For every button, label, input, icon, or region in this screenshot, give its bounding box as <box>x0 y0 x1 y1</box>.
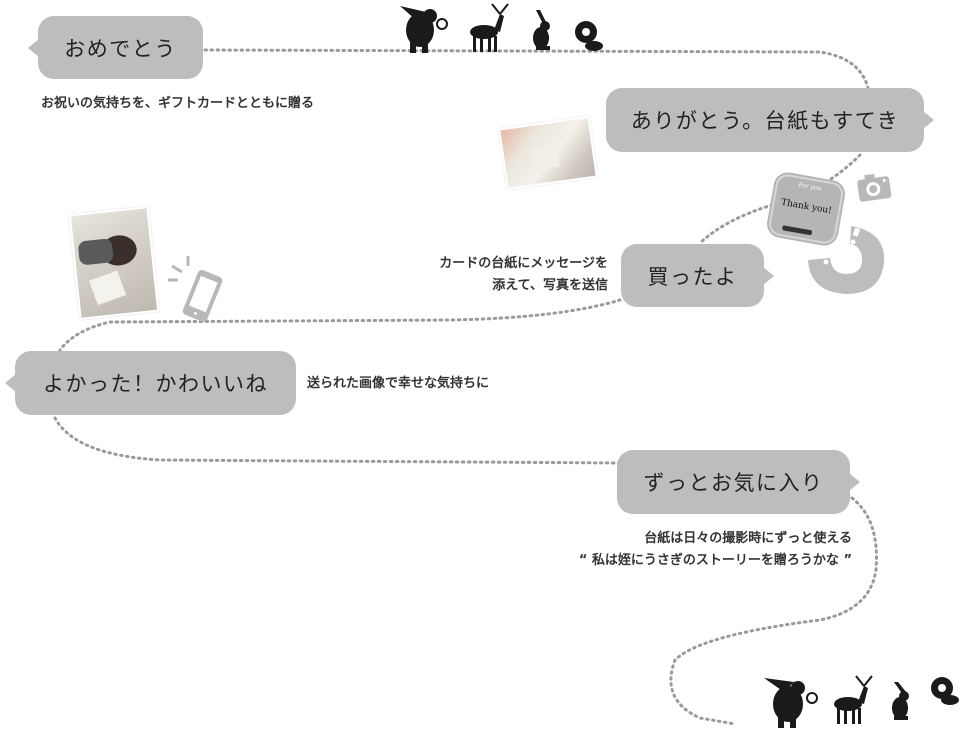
rabbit-icon <box>892 682 909 720</box>
caption-congrats: お祝いの気持ちを、ギフトカードとともに贈る <box>41 96 315 111</box>
bubble-tail <box>763 266 774 285</box>
photo-baby-wrap <box>77 238 114 266</box>
bubble-thanks: ありがとう。台紙もすてき <box>606 88 934 152</box>
bubble-text: おめでとう <box>64 36 177 61</box>
animals-parade-top <box>400 3 603 53</box>
smartphone-icon <box>168 256 223 322</box>
caption-bought: カードの台紙にメッセージを 添えて、写真を送信 <box>439 253 608 297</box>
caption-favorite-line1: 台紙は日々の撮影時にずっと使える <box>644 531 852 546</box>
caption-bought-line2: 添えて、写真を送信 <box>492 278 608 293</box>
deer-icon <box>834 675 873 724</box>
bubble-text: ありがとう。台紙もすてき <box>630 109 900 133</box>
rabbit-icon <box>533 10 550 50</box>
squirrel-icon <box>575 21 603 51</box>
ring-icon <box>808 226 885 294</box>
bubble-text: 買ったよ <box>647 264 738 289</box>
photo-baby-sleeping <box>498 115 598 191</box>
card-main-text: Thank you! <box>780 197 833 217</box>
bubble-tail <box>849 473 860 491</box>
bubble-text: ずっとお気に入り <box>643 471 824 495</box>
bubble-glad: よかった！かわいいね <box>5 351 296 415</box>
bubble-text: よかった！かわいいね <box>43 372 268 396</box>
caption-glad: 送られた画像で幸せな気持ちに <box>307 376 490 391</box>
bubble-bought: 買ったよ <box>621 244 774 307</box>
photo-card <box>531 144 560 171</box>
squirrel-icon <box>931 677 959 705</box>
camera-icon <box>857 173 892 202</box>
animals-parade-bottom <box>764 675 959 728</box>
bear-icon <box>400 6 448 53</box>
bubble-tail <box>923 111 934 129</box>
bubble-tail <box>5 374 16 392</box>
bubble-favorite: ずっとお気に入り <box>617 450 860 514</box>
caption-favorite-line2: “ 私は姪にうさぎのストーリーを贈ろうかな ” <box>578 553 852 568</box>
bear-icon <box>764 678 818 728</box>
caption-bought-line1: カードの台紙にメッセージを <box>439 256 608 271</box>
deer-icon <box>470 3 509 52</box>
photo-baby-with-card <box>68 206 160 320</box>
bubble-tail <box>28 38 39 57</box>
caption-favorite: 台紙は日々の撮影時にずっと使える “ 私は姪にうさぎのストーリーを贈ろうかな ” <box>579 528 852 572</box>
photo-card <box>89 270 127 306</box>
bubble-congrats: おめでとう <box>28 16 203 79</box>
